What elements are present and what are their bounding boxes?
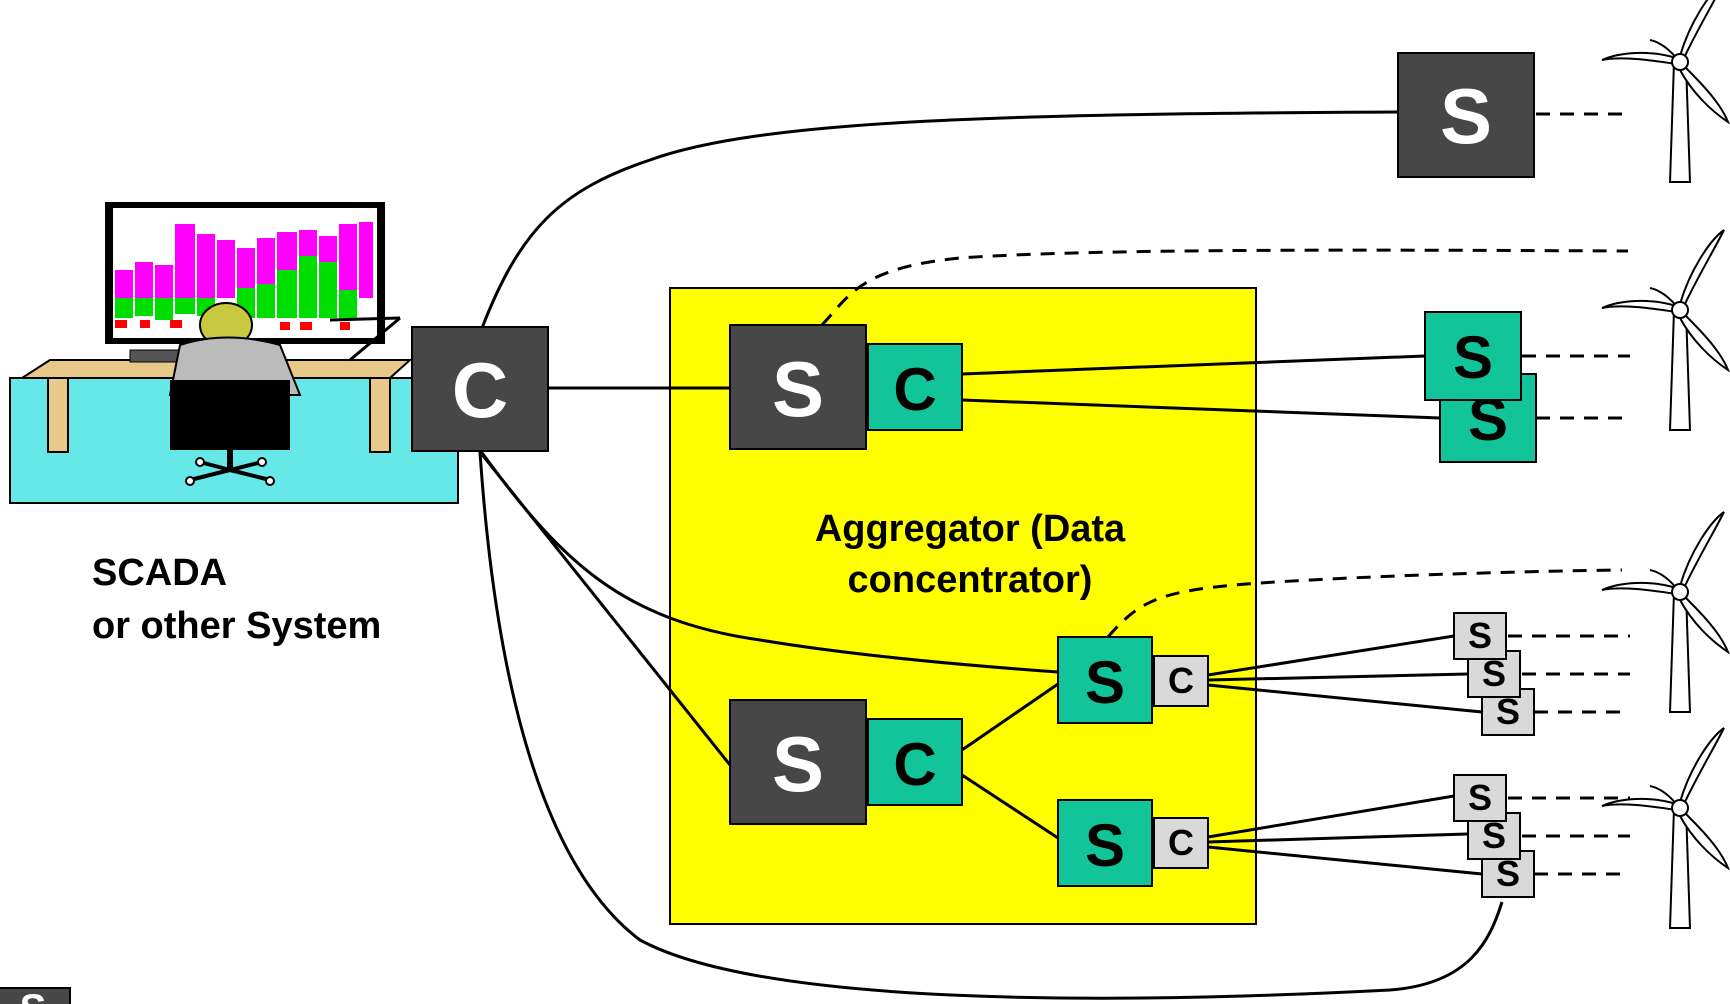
link-sub-upper-client-to-t3b [1207,672,1469,682]
link-sub-upper-client-to-t3a [1207,634,1455,677]
wind-turbine-icon [1601,727,1729,929]
agg-upper-client-label: C [893,356,936,423]
link-central-to-turbine4-server-c [478,451,1504,1000]
link-sub-lower-client-to-t4a [1207,794,1455,839]
sub-upper-server-label: S [1085,649,1125,716]
agg-lower-server-label: S [772,720,824,808]
sub-lower-client-label: C [1168,822,1194,863]
agg-upper-server-label: S [772,345,824,433]
wind-turbine-icon [1601,229,1729,431]
turbine3-servers: S S S [1453,612,1535,736]
central-client-node: C [411,326,549,452]
turbine2-server-a-label: S [1453,324,1493,391]
link-agg-upper-client-to-t2a [961,354,1426,376]
field-link-sub-upper [1106,568,1623,638]
link-sub-lower-client-to-t4c [1207,845,1483,876]
link-sub-upper-client-to-t3c [1207,683,1483,714]
link-central-to-agg-lower-server [478,451,732,766]
scada-label-line1: SCADA [92,552,227,594]
link-central-to-sub-upper-server [478,449,1059,674]
agg-upper-node: C S [729,324,963,450]
connection-lines [478,110,1504,1000]
link-sub-lower-client-to-t4b [1207,832,1469,844]
wind-turbine-icon [1601,511,1729,713]
top-server-label: S [1440,72,1492,160]
legend-partial-server: S [0,987,71,1004]
turbine4-servers: S S S [1453,774,1535,898]
turbine2-servers: S S [1424,311,1537,463]
legend-partial-label: S [20,987,47,1004]
wind-turbine-icon [1601,0,1729,183]
agg-lower-node: C S [729,699,963,825]
sub-lower-server-label: S [1085,812,1125,879]
sub-upper-client-label: C [1168,660,1194,701]
aggregator-label-line1: Aggregator (Data [815,508,1126,550]
scada-operator-workstation-icon [9,202,459,504]
central-client-label: C [452,346,508,434]
turbine4-server-a-label: S [1468,777,1492,818]
scada-label-line2: or other System [92,605,381,647]
field-link-agg-upper [820,248,1629,327]
turbine3-server-a-label: S [1468,615,1492,656]
sub-lower-node: S C [1057,799,1209,887]
agg-lower-client-label: C [893,731,936,798]
link-agg-lower-client-to-sub-lower [961,773,1059,840]
sub-upper-node: S C [1057,636,1209,724]
link-agg-upper-client-to-t2b [961,398,1441,420]
field-links [820,112,1630,876]
aggregator-label-line2: concentrator) [848,559,1093,601]
top-server-node: S [1397,52,1535,178]
link-central-to-top-server [480,110,1399,329]
link-agg-lower-client-to-sub-upper [961,682,1059,752]
